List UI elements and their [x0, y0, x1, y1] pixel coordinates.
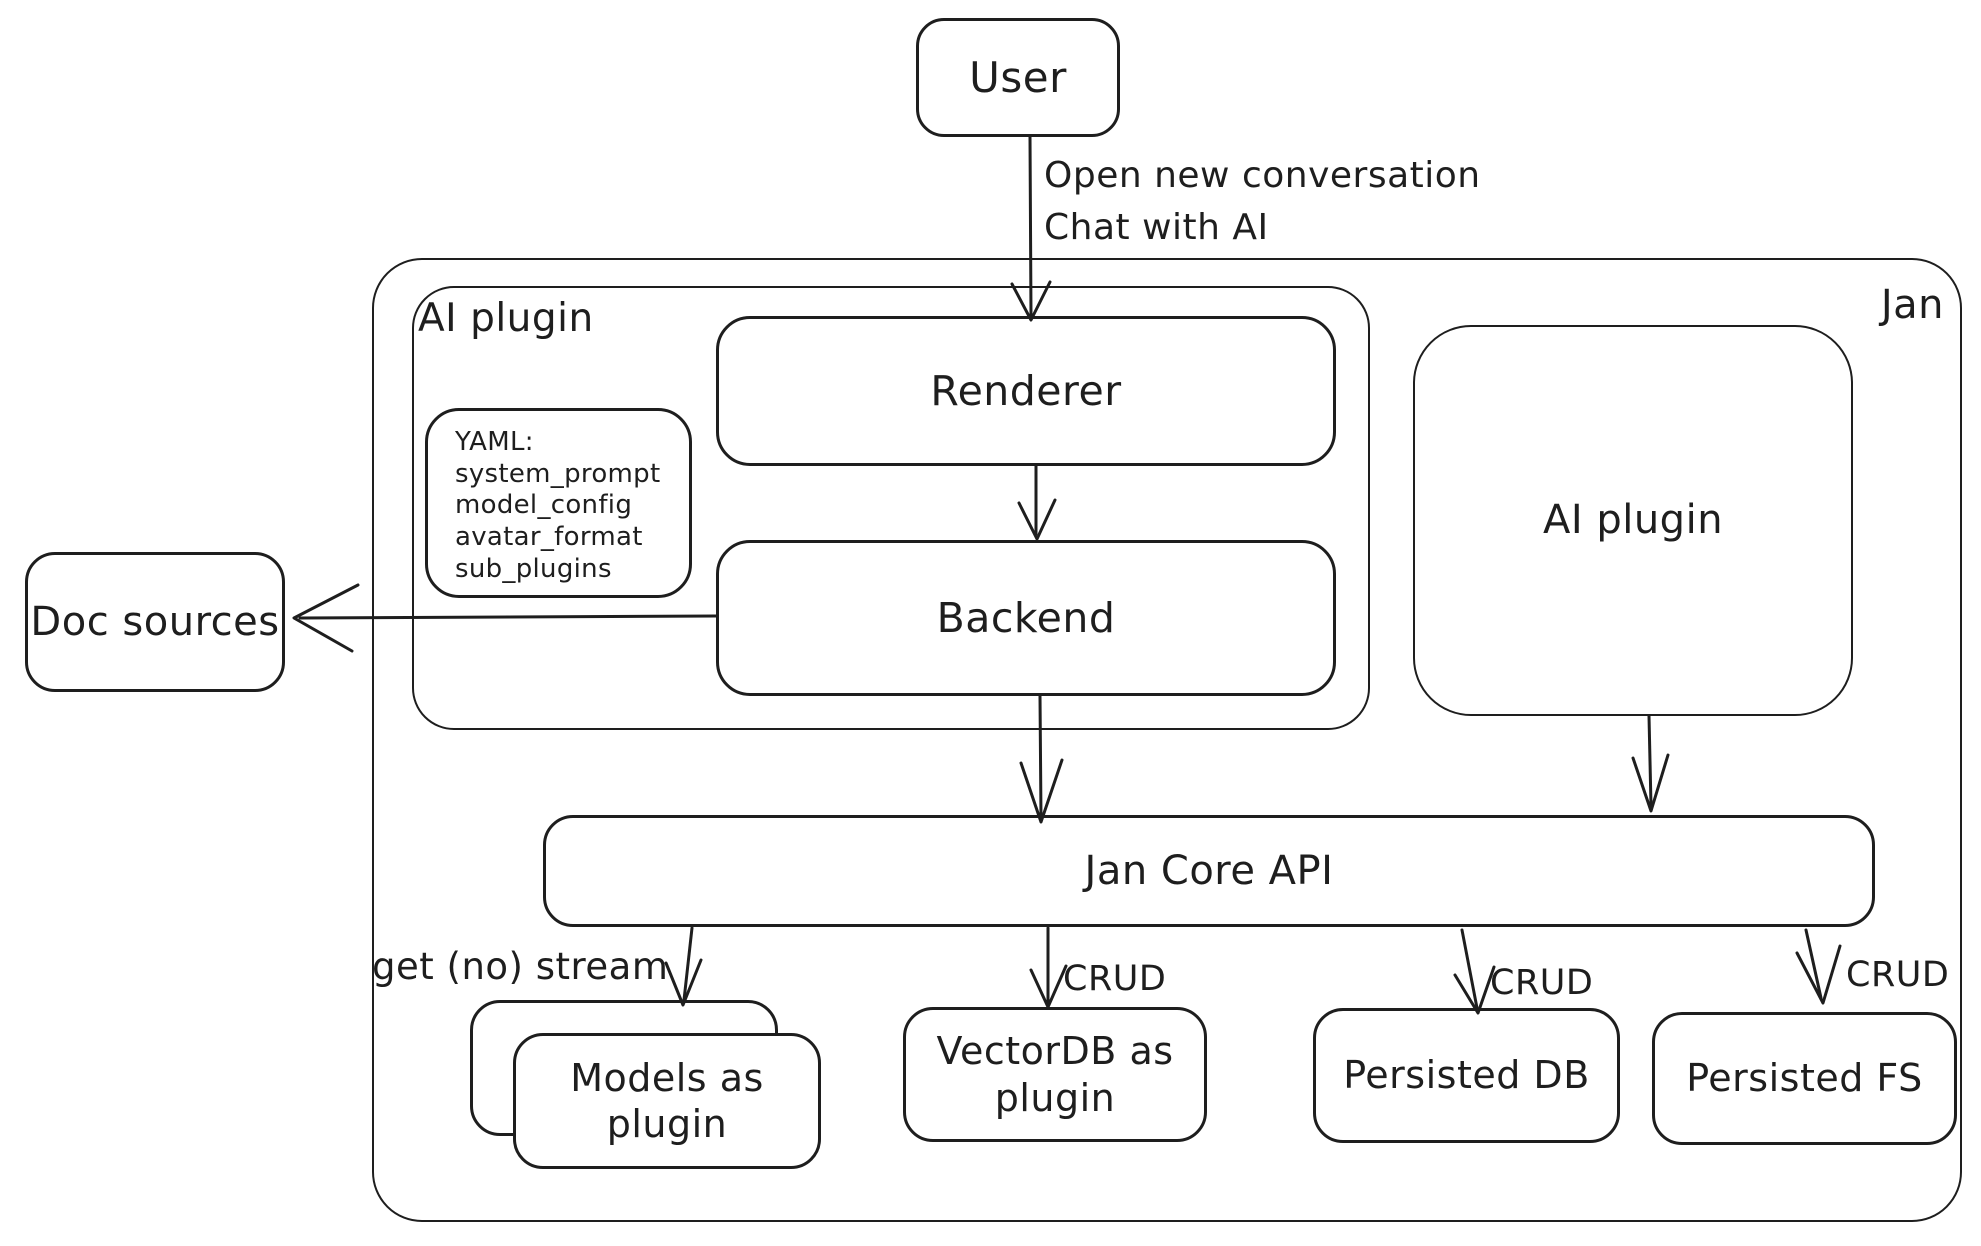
yaml-note-line: model_config: [455, 490, 633, 521]
node-renderer: Renderer: [716, 316, 1336, 466]
node-persisted-fs-label: Persisted FS: [1686, 1056, 1923, 1101]
node-doc-sources: Doc sources: [25, 552, 285, 692]
yaml-note-title: YAML:: [455, 427, 534, 457]
node-ai-plugin-right: AI plugin: [1413, 325, 1853, 716]
edge-label-crud-persisted-fs: CRUD: [1846, 955, 1950, 995]
container-ai-plugin-left: AI plugin: [412, 286, 1370, 730]
yaml-note-box: YAML: system_prompt model_config avatar_…: [425, 408, 692, 598]
node-vectordb-as-plugin: VectorDB as plugin: [903, 1007, 1207, 1142]
container-ai-plugin-left-label: AI plugin: [418, 296, 594, 341]
container-jan: Jan: [372, 258, 1962, 1222]
node-vectordb-as-plugin-label: VectorDB as plugin: [936, 1029, 1174, 1120]
container-jan-label: Jan: [1880, 282, 1944, 328]
node-persisted-db-label: Persisted DB: [1343, 1053, 1590, 1098]
edge-label-get-no-stream: get (no) stream: [372, 945, 669, 988]
node-backend: Backend: [716, 540, 1336, 696]
node-jan-core-api-label: Jan Core API: [1084, 847, 1334, 894]
node-user-label: User: [969, 52, 1067, 102]
yaml-note-line: avatar_format: [455, 522, 643, 553]
node-jan-core-api: Jan Core API: [543, 815, 1875, 927]
node-models-as-plugin-label: Models as plugin: [570, 1055, 764, 1146]
yaml-note-line: system_prompt: [455, 458, 661, 489]
yaml-note-line: sub_plugins: [455, 553, 612, 584]
node-models-as-plugin: Models as plugin: [513, 1033, 821, 1169]
node-doc-sources-label: Doc sources: [30, 598, 280, 645]
edge-label-open-conversation: Open new conversation Chat with AI: [1044, 155, 1481, 249]
node-backend-label: Backend: [936, 593, 1116, 642]
node-ai-plugin-right-label: AI plugin: [1542, 497, 1724, 544]
node-persisted-db: Persisted DB: [1313, 1008, 1620, 1143]
node-renderer-label: Renderer: [930, 366, 1122, 415]
node-persisted-fs: Persisted FS: [1652, 1012, 1957, 1145]
edge-label-crud-persisted-db: CRUD: [1490, 963, 1594, 1003]
edge-label-crud-vectordb: CRUD: [1063, 959, 1167, 999]
node-user: User: [916, 18, 1120, 137]
